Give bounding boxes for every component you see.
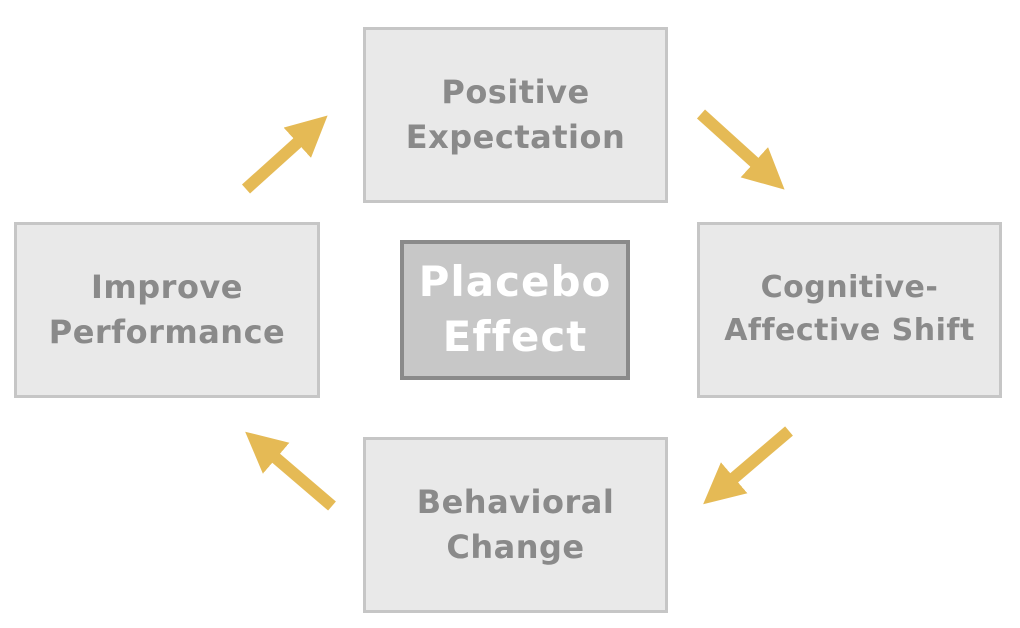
- node-cognitive-affective-shift-label: Cognitive-Affective Shift: [724, 270, 975, 348]
- arrow-top-to-right: [696, 109, 785, 190]
- node-placebo-effect-label: Placebo Effect: [418, 257, 612, 361]
- arrow-bottom-to-left: [245, 431, 336, 511]
- node-placebo-effect-center: Placebo Effect: [400, 240, 630, 380]
- node-positive-expectation: Positive Expectation: [363, 27, 668, 203]
- node-improve-performance: Improve Performance: [14, 222, 320, 398]
- node-positive-expectation-label: Positive Expectation: [405, 72, 626, 156]
- arrow-left-to-top: [241, 115, 328, 194]
- node-cognitive-affective-shift: Cognitive-Affective Shift: [697, 222, 1002, 398]
- arrow-right-to-bottom: [703, 426, 793, 505]
- node-improve-performance-label: Improve Performance: [48, 267, 286, 351]
- node-behavioral-change-label: Behavioral Change: [416, 482, 615, 566]
- node-behavioral-change: Behavioral Change: [363, 437, 668, 613]
